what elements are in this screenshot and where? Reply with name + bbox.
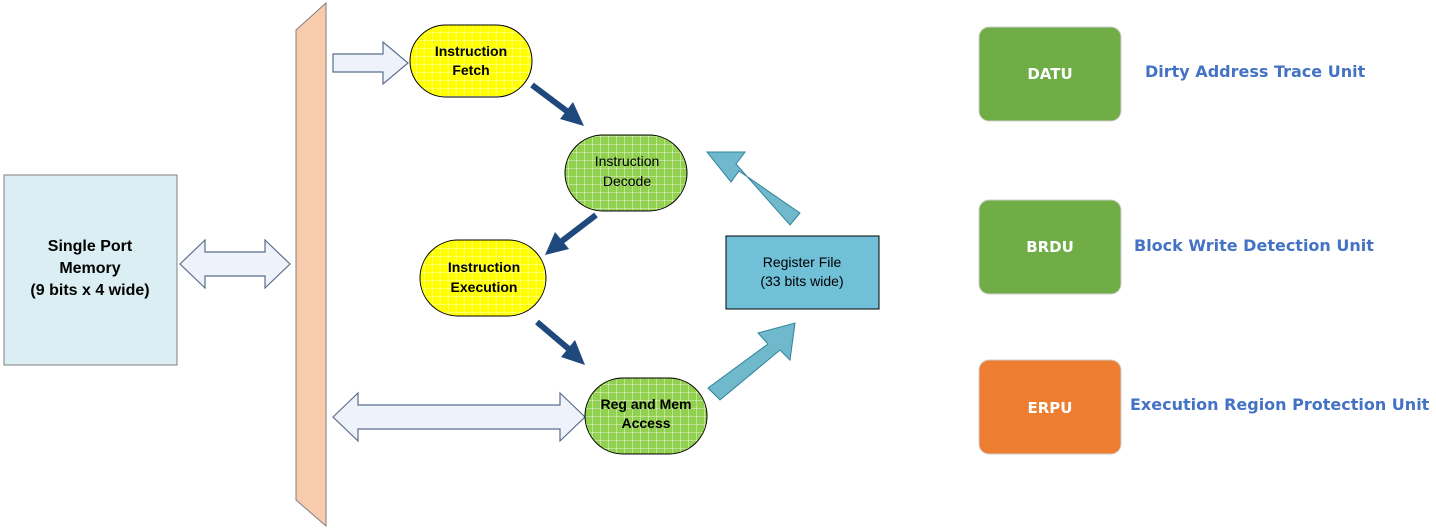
flow-arrow-execution-to-regmem [535, 319, 585, 365]
fetch-label-line1: Instruction [435, 43, 507, 59]
unit-datu: DATU Dirty Address Trace Unit [978, 26, 1366, 122]
instruction-fetch-stage [409, 24, 533, 98]
decode-label-line2: Decode [603, 173, 651, 189]
unit-brdu-abbr: BRDU [1026, 238, 1074, 256]
register-file-label-line1: Register File [763, 254, 842, 270]
memory-label-line2: Memory [59, 260, 120, 277]
unit-erpu-box [978, 359, 1122, 455]
fetch-label-line2: Fetch [452, 62, 489, 78]
unit-datu-box [978, 26, 1122, 122]
execution-label-line1: Instruction [448, 259, 520, 275]
flow-arrow-fetch-to-decode [530, 82, 584, 126]
unit-brdu-box [978, 199, 1122, 295]
unit-datu-abbr: DATU [1027, 65, 1072, 83]
register-file-to-decode-arrow [705, 151, 801, 226]
unit-erpu-abbr: ERPU [1028, 399, 1073, 417]
regmem-to-register-file-arrow [707, 322, 796, 401]
memory-bus-double-arrow [179, 238, 291, 290]
bus-to-fetch-arrow [332, 40, 409, 86]
unit-brdu: BRDU Block Write Detection Unit [978, 199, 1374, 295]
unit-erpu: ERPU Execution Region Protection Unit [978, 359, 1430, 455]
flow-arrow-decode-to-execution [545, 212, 598, 255]
memory-label-line3: (9 bits x 4 wide) [30, 282, 149, 299]
memory-box [3, 174, 178, 366]
execution-label-line2: Execution [451, 279, 518, 295]
regmem-label-line1: Reg and Mem [600, 396, 691, 412]
bus-regmem-double-arrow [332, 391, 586, 443]
reg-mem-access-stage [584, 377, 708, 455]
register-file-box [725, 235, 880, 310]
instruction-execution-stage [419, 239, 547, 317]
memory-label-line1: Single Port [48, 238, 133, 255]
unit-erpu-full-name: Execution Region Protection Unit [1130, 395, 1430, 414]
unit-datu-full-name: Dirty Address Trace Unit [1145, 62, 1366, 81]
instruction-decode-stage [564, 134, 688, 212]
register-file-label-line2: (33 bits wide) [760, 273, 843, 289]
decode-label-line1: Instruction [595, 153, 660, 169]
bus [295, 1, 327, 528]
unit-brdu-full-name: Block Write Detection Unit [1134, 236, 1374, 255]
regmem-label-line2: Access [621, 415, 670, 431]
